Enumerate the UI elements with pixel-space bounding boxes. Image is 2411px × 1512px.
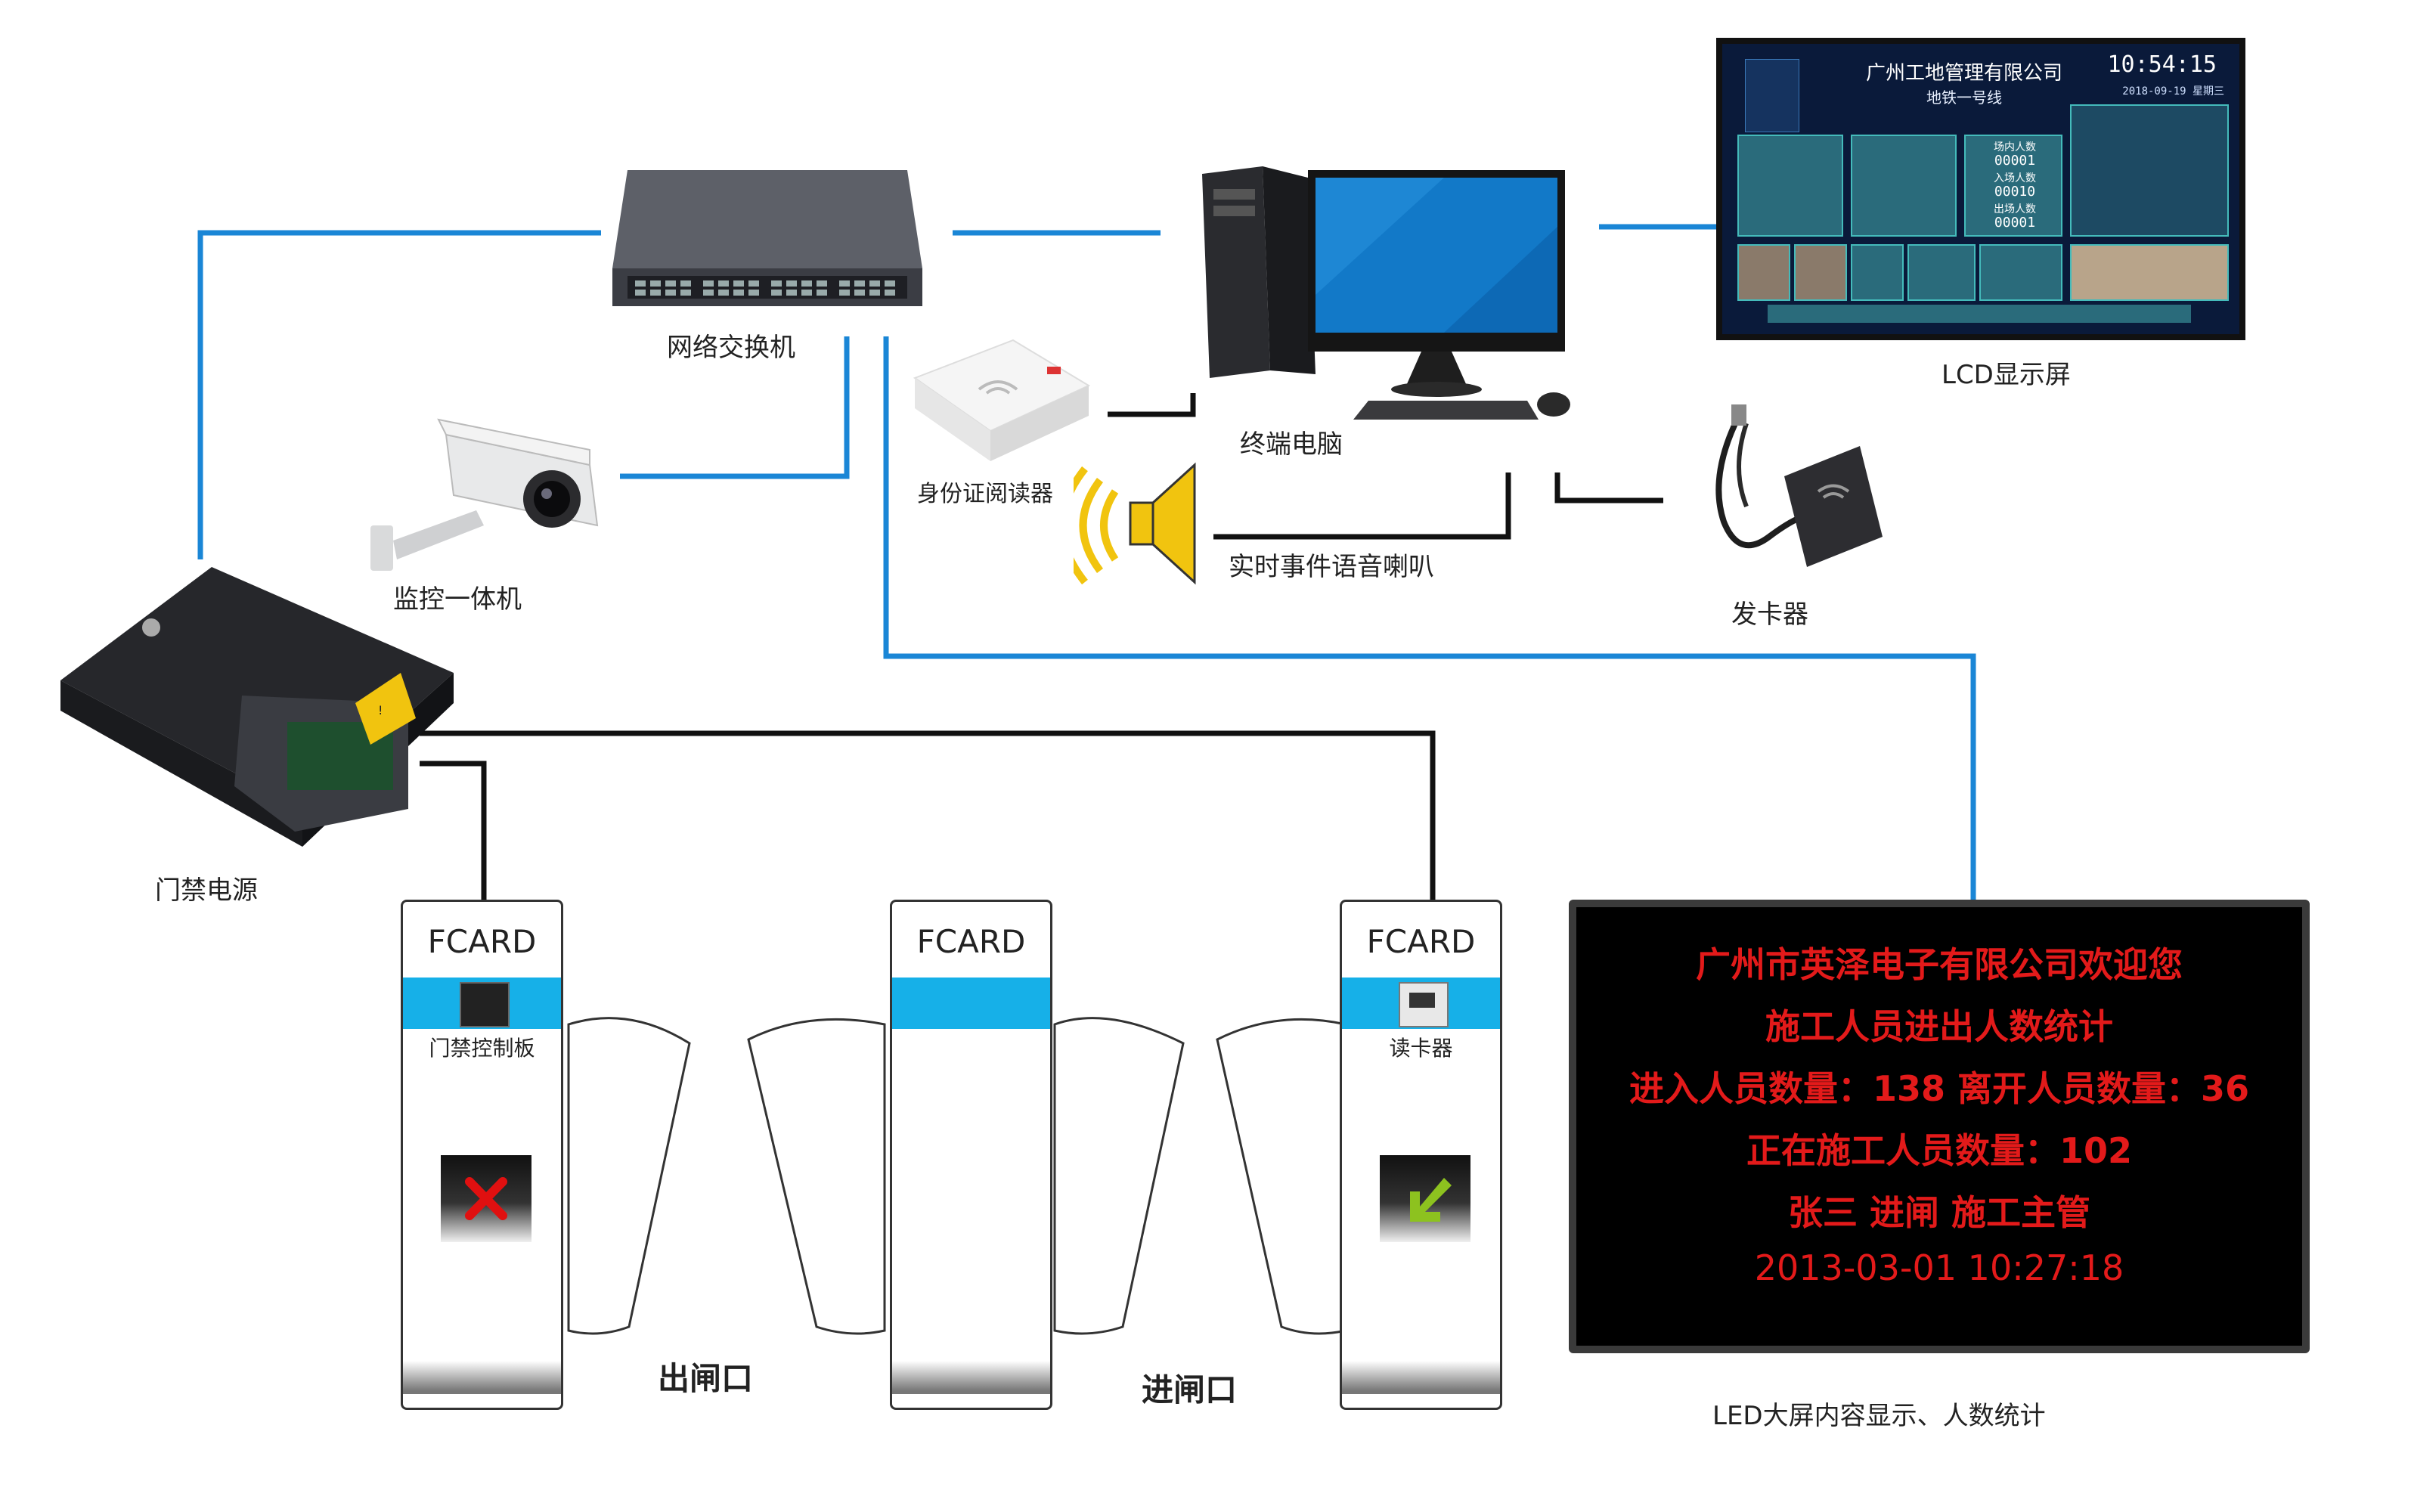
- switch-label: 网络交换机: [667, 333, 795, 363]
- lcd-stats-panel: 场内人数 00001 入场人数 00010 出场人数 00001: [1964, 135, 2062, 237]
- card-issuer-label: 发卡器: [1731, 600, 1808, 630]
- control-board-icon: [460, 982, 510, 1027]
- camera-label: 监控一体机: [393, 584, 522, 615]
- lcd-thumb-3: [1851, 244, 1904, 301]
- led-line-2: 施工人员进出人数统计: [1765, 1006, 2113, 1047]
- sig-line-idreader-pc: [1108, 393, 1196, 417]
- card-reader-icon: [1399, 982, 1449, 1027]
- speaker-label: 实时事件语音喇叭: [1229, 552, 1434, 582]
- power-box-icon: !: [60, 567, 454, 847]
- id-card-reader-icon: [913, 339, 1091, 461]
- card-issuer-device: [1694, 401, 1898, 575]
- lcd-info-panel: [2070, 104, 2229, 237]
- lcd-title: 广州工地管理有限公司: [1865, 62, 2062, 85]
- photo-placeholder: [1745, 59, 1799, 132]
- turnstile-gate-3: FCARD 读卡器: [1340, 900, 1502, 1410]
- net-line-switch-camera: [620, 336, 850, 479]
- turnstile-gate-1: FCARD 门禁控制板: [401, 900, 563, 1410]
- door-power-label: 门禁电源: [155, 875, 258, 906]
- turnstile-gate-2: FCARD: [890, 900, 1052, 1410]
- led-label: LED大屏内容显示、人数统计: [1712, 1401, 2046, 1431]
- lcd-camera-view: [2070, 244, 2229, 301]
- x-icon: [465, 1177, 507, 1220]
- lcd-bottom-bar: [1768, 305, 2191, 323]
- sig-line-speaker-pc: [1213, 472, 1511, 540]
- led-line-6: 2013-03-01 10:27:18: [1754, 1247, 2124, 1288]
- arrow-icon: [1410, 1178, 1452, 1222]
- flap-gate3-left: [1216, 1018, 1347, 1335]
- id-reader-label: 身份证阅读器: [917, 481, 1053, 507]
- gate-band: [403, 978, 561, 1029]
- camera-icon: [370, 418, 599, 571]
- gate-base: [892, 1361, 1050, 1394]
- gate-base: [403, 1361, 561, 1394]
- lcd-panel-1: [1737, 135, 1843, 237]
- gate-band: [892, 978, 1050, 1029]
- door-power-device: !: [53, 559, 454, 877]
- speaker-icon: [1058, 462, 1196, 585]
- gate-component-label: 读卡器: [1389, 1036, 1453, 1061]
- gate-status-sign: [441, 1155, 531, 1242]
- lcd-display: 广州工地管理有限公司 地铁一号线 10:54:15 2018-09-19 星期三…: [1716, 38, 2245, 340]
- led-display: 广州市英泽电子有限公司欢迎您 施工人员进出人数统计 进入人员数量：138 离开人…: [1569, 900, 2310, 1353]
- network-switch: [597, 170, 930, 306]
- gate-component-label: 门禁控制板: [429, 1036, 535, 1061]
- entry-lane-label: 进闸口: [1142, 1371, 1238, 1408]
- gate-band: [1342, 978, 1500, 1029]
- card-issuer-icon: [1715, 404, 1883, 567]
- lcd-label: LCD显示屏: [1942, 360, 2071, 390]
- led-line-1: 广州市英泽电子有限公司欢迎您: [1696, 944, 2183, 985]
- lcd-subtitle: 地铁一号线: [1926, 88, 2002, 107]
- gate-base: [1342, 1361, 1500, 1394]
- exit-lane-label: 出闸口: [658, 1360, 754, 1397]
- lcd-thumb-2: [1794, 244, 1847, 301]
- flap-gate2-right: [1053, 1017, 1185, 1335]
- terminal-pc: [1195, 159, 1573, 431]
- lcd-thumb-4: [1907, 244, 1976, 301]
- lcd-date: 2018-09-19 星期三: [2122, 85, 2224, 98]
- gate-brand: FCARD: [427, 923, 537, 960]
- desktop-computer-icon: [1202, 166, 1570, 420]
- net-line-switch-power: [197, 230, 601, 559]
- led-line-3: 进入人员数量：138 离开人员数量：36: [1629, 1068, 2250, 1109]
- net-line-switch-led: [883, 336, 1976, 901]
- flap-gate2-left: [747, 1018, 886, 1335]
- lcd-panel-2: [1851, 135, 1957, 237]
- terminal-label: 终端电脑: [1240, 429, 1343, 460]
- camera-device: [363, 412, 620, 578]
- speaker-device: [1058, 461, 1210, 590]
- switch-icon: [612, 170, 922, 306]
- led-line-4: 正在施工人员数量：102: [1746, 1130, 2133, 1171]
- led-line-5: 张三 进闸 施工主管: [1787, 1192, 2091, 1233]
- sig-line-cardissuer-pc: [1554, 472, 1663, 503]
- sig-line-power-gate1: [420, 761, 487, 901]
- gate-status-sign: [1380, 1155, 1470, 1242]
- id-reader-device: [907, 333, 1096, 469]
- lcd-thumb-5: [1979, 244, 2062, 301]
- gate-brand: FCARD: [1366, 923, 1476, 960]
- flap-gate1-right: [567, 1017, 691, 1335]
- lcd-time: 10:54:15: [2107, 51, 2217, 78]
- sig-line-power-gate3: [420, 730, 1436, 901]
- svg-text:!: !: [378, 703, 383, 717]
- gate-brand: FCARD: [916, 923, 1026, 960]
- lcd-thumb-1: [1737, 244, 1790, 301]
